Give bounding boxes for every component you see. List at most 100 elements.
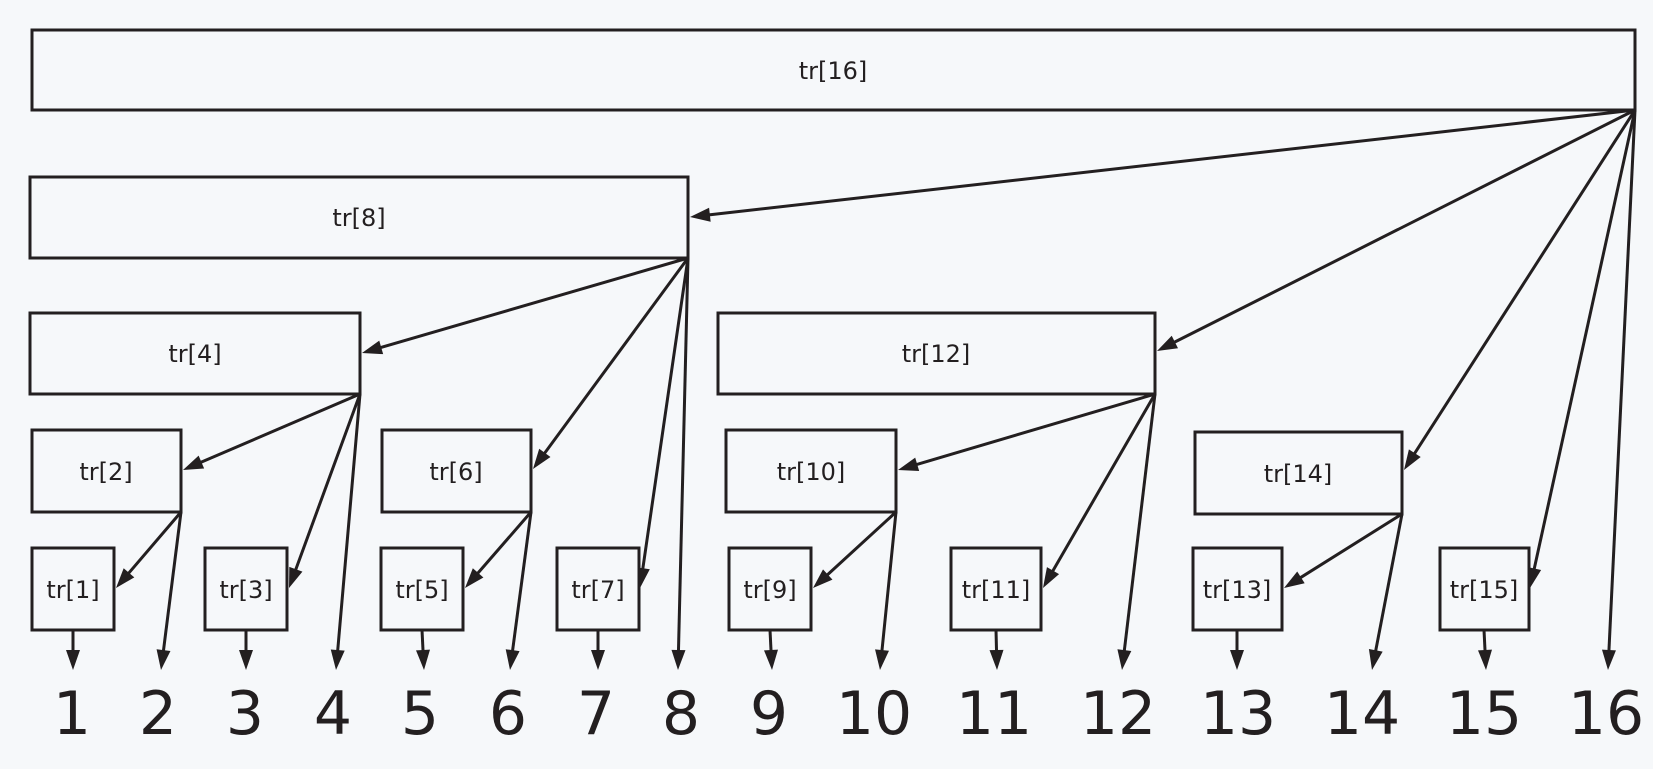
node-tr9: tr[9] [727,546,813,632]
arrow-tr11-to-11 [989,629,1004,670]
arrow-shaft [1412,109,1637,456]
arrow-tr8-to-tr6 [533,257,690,469]
arrow-shaft [880,511,898,653]
node-label: tr[12] [902,340,971,368]
index-label-4: 4 [314,679,352,749]
node-label: tr[13] [1203,576,1272,604]
arrow-tr16-to-tr12 [1157,108,1636,351]
arrowhead [1404,449,1421,470]
arrow-tr12-to-tr11 [1043,393,1157,588]
node-tr10: tr[10] [724,428,898,514]
arrow-tr12-to-tr10 [898,392,1156,472]
arrowhead [1043,567,1060,588]
arrow-tr3-to-3 [239,630,253,670]
index-label-16: 16 [1568,679,1644,749]
arrow-tr12-to-12 [1117,393,1157,670]
node-label: tr[8] [332,204,385,232]
arrowhead [362,340,384,355]
arrow-tr16-to-tr8 [690,108,1636,222]
node-label: tr[14] [1264,460,1333,488]
index-label-15: 15 [1446,679,1522,749]
arrow-tr10-to-10 [875,511,898,670]
arrow-tr16-to-16 [1601,109,1637,670]
arrow-shaft [1122,393,1157,653]
node-tr7: tr[7] [555,546,641,632]
node-label: tr[5] [395,576,448,604]
index-label-9: 9 [750,679,788,749]
arrow-tr6-to-tr5 [465,511,533,588]
arrow-shaft [707,108,1636,217]
arrow-tr13-to-13 [1230,630,1244,670]
arrowhead [505,649,520,670]
arrow-shaft [914,392,1156,467]
arrowhead [898,457,920,472]
arrow-shaft [825,510,898,577]
arrow-tr4-to-4 [330,393,362,670]
node-tr14: tr[14] [1193,430,1404,516]
index-label-1: 1 [53,679,91,749]
arrow-tr15-to-15 [1478,629,1492,670]
arrowhead [289,566,303,588]
index-label-14: 14 [1324,679,1400,749]
arrowhead [1284,571,1305,588]
node-label: tr[16] [799,57,868,85]
index-label-8: 8 [662,679,700,749]
arrow-tr16-to-tr15 [1527,109,1637,588]
node-tr15: tr[15] [1438,546,1531,632]
arrow-shaft [1050,393,1157,574]
arrowhead [813,569,833,588]
node-label: tr[3] [219,576,272,604]
node-label: tr[10] [777,458,846,486]
node-label: tr[1] [46,576,99,604]
arrowhead [533,448,551,469]
arrowhead [1601,649,1616,670]
arrow-shaft [1298,512,1403,580]
node-label: tr[2] [79,458,132,486]
node-tr11: tr[11] [949,546,1043,632]
arrow-tr6-to-6 [505,511,533,670]
arrowhead [465,568,484,588]
index-label-12: 12 [1080,679,1156,749]
arrowhead [416,649,430,670]
arrowhead [1527,566,1542,588]
arrow-shaft [1607,109,1637,653]
node-tr6: tr[6] [380,428,533,514]
arrow-tr10-to-tr9 [813,510,898,588]
index-labels: 1 2 3 4 5 6 7 8 9 10 11 12 13 14 15 16 [53,679,1644,749]
node-tr1: tr[1] [30,546,116,632]
arrow-tr8-to-8 [671,257,690,670]
arrow-shaft [768,629,773,653]
arrow-tr16-to-tr14 [1404,109,1637,470]
arrows-layer [66,108,1637,670]
arrow-tr8-to-tr4 [362,256,689,355]
arrow-tr14-to-tr13 [1284,512,1403,588]
index-label-3: 3 [226,679,264,749]
arrowhead [1478,649,1492,670]
arrow-shaft [420,629,425,653]
arrowhead [156,649,171,670]
arrowhead [66,650,80,670]
arrow-shaft [994,629,999,653]
arrow-shaft [475,511,533,576]
arrowhead [989,649,1004,670]
arrow-shaft [198,392,361,465]
node-tr4: tr[4] [28,311,362,396]
node-tr13: tr[13] [1191,546,1284,632]
arrowhead [591,650,605,670]
arrowhead [1230,650,1244,670]
node-tr2: tr[2] [30,428,183,514]
index-label-5: 5 [401,679,439,749]
index-label-7: 7 [577,679,615,749]
arrowhead [875,649,889,670]
arrow-tr1-to-1 [66,630,80,670]
node-label: tr[15] [1450,576,1519,604]
arrowhead [1157,335,1179,351]
index-label-13: 13 [1200,679,1276,749]
arrow-shaft [510,511,533,653]
arrow-shaft [126,511,183,576]
node-tr3: tr[3] [203,546,289,632]
arrowhead [1368,649,1383,670]
arrow-shaft [1532,109,1637,571]
arrow-shaft [1373,513,1404,653]
index-label-11: 11 [956,679,1032,749]
